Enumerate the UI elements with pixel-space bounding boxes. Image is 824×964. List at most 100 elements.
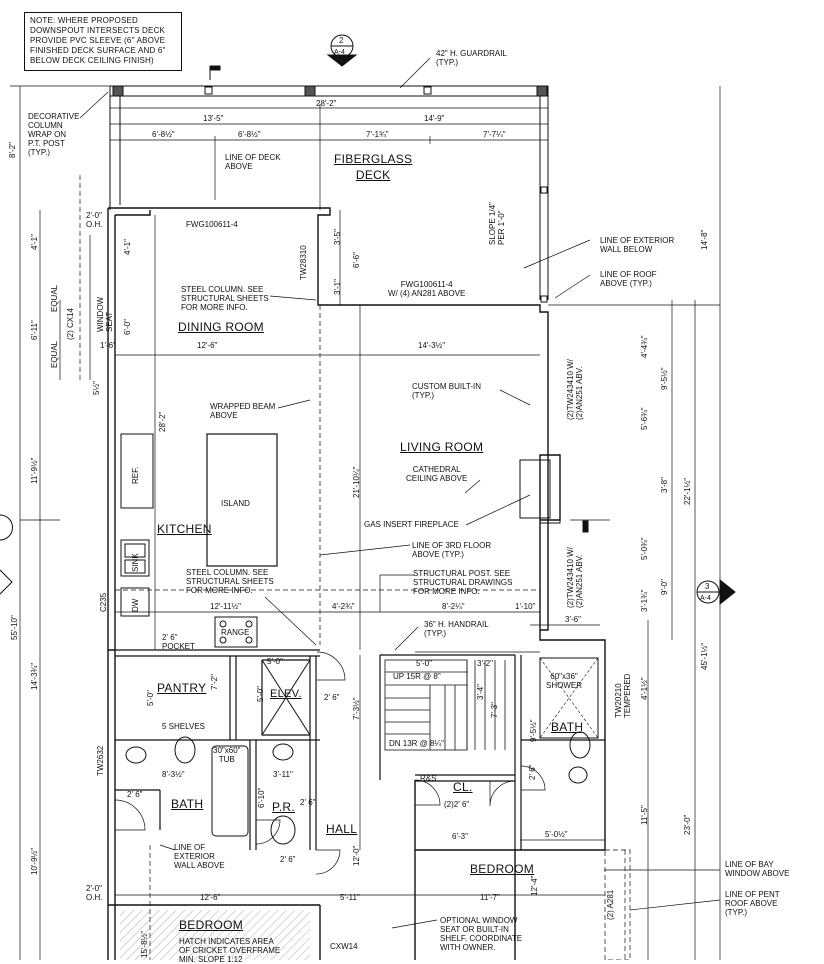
dim-14-9: 14'-9" [424,114,445,123]
dim-5-0-d: 5'-0" [256,686,265,702]
elevator-shaft [261,659,311,736]
label-stair-down: DN 13R @ 8¼" [389,739,444,748]
label-range: RANGE [221,628,250,637]
label-pocket: 2' 6" POCKET [162,633,195,651]
sink-right-bath [568,766,588,784]
dim-9-5-b: 9'-5½" [529,719,538,742]
general-note: NOTE: WHERE PROPOSED DOWNSPOUT INTERSECT… [24,12,182,71]
dim-5-0-f: 5'-0½" [545,830,568,839]
dim-7-3-b: 7'-3½" [352,697,361,720]
sink-left-bath [125,746,147,764]
toilet-left [174,736,196,764]
note-steel-column-1: STEEL COLUMN. SEE STRUCTURAL SHEETS FOR … [181,285,269,312]
dim-21-10: 21'-10¼" [352,466,361,499]
dim-28-2-v: 28'-2" [158,411,167,432]
dim-22-1: 22'-1½" [683,477,692,505]
dim-7-1: 7'-1¾" [366,130,389,139]
toilet-powder [270,815,296,845]
label-fwg-top: FWG100611-4 [186,220,238,229]
dim-7-3: 7'-3" [490,702,499,718]
dim-3-8: 3'-8" [660,477,669,493]
note-steel-column-2: STEEL COLUMN. SEE STRUCTURAL SHEETS FOR … [186,568,274,595]
dim-3-5: 3'-5" [333,229,342,245]
label-shower: 60"x36" SHOWER [546,672,582,690]
dim-23-0: 23'-0" [683,814,692,835]
dim-3-11: 3'-11" [273,770,293,779]
dim-3-6: 3'-6" [565,615,581,624]
dim-5-0-e: 5'-0" [416,659,432,668]
dimension-lines-interior [59,210,605,896]
dim-28-2-top: 28'-2" [316,99,337,108]
label-tw243410-2: (2)TW243410 W/ (2)AN251 ABV. [566,547,584,608]
label-a281: (2) A281 [606,889,615,920]
dim-6-0: 6'-0" [123,319,132,335]
dim-11-5: 11'-5" [640,805,649,825]
room-fiberglass-deck: FIBERGLASS DECK [334,152,413,182]
dim-12-11: 12'-11½" [210,602,241,611]
dim-8-2-h: 8'-2¼" [442,602,465,611]
cricket-hatch-area [120,910,310,960]
dim-2-6-e: 2' 6" [300,798,316,807]
dim-12-4: 12'-4" [530,875,539,896]
note-wrapped-beam: WRAPPED BEAM ABOVE [210,402,276,420]
leader-lines [20,57,721,929]
dishwasher [120,587,150,617]
dim-5-0-b: 5'-0" [267,657,283,666]
dim-4-2: 4'-2¾" [332,602,355,611]
stairs [384,659,506,751]
label-tub: 30"x60" TUB [213,746,241,764]
room-hall: HALL [326,822,358,836]
toilet-right [569,731,591,759]
section-tag-left-1 [0,514,13,541]
door-swings [114,649,546,875]
dim-4-4: 4'-4¾" [640,335,649,358]
label-stair-up: UP 15R @ 8" [393,672,441,681]
kitchen-sink [120,539,150,577]
dim-11-9: 11'-9½" [30,457,39,484]
dim-8-3: 8'-3½" [162,770,185,779]
dim-2-6-a: 2' 6" [127,790,143,799]
label-rs: R&S [420,774,437,783]
label-overhang-2: 2'-0" O.H. [86,884,103,902]
label-tw2632: TW2632 [96,745,105,776]
note-custom-builtin: CUSTOM BUILT-IN (TYP.) [412,382,482,400]
label-cx14: (2) CX14 [66,307,75,340]
dim-6-6: 6'-6" [352,252,361,268]
label-island: ISLAND [221,499,250,508]
note-optional-window: OPTIONAL WINDOW SEAT OR BUILT-IN SHELF. … [440,916,523,952]
label-ref: REF. [131,466,140,484]
dim-8-2: 8'-2" [8,142,17,158]
note-ext-wall-above: LINE OF EXTERIOR WALL ABOVE [174,843,225,870]
dim-5-0-a: 5'-0¾" [640,537,649,560]
label-fwg-deck: FWG100611-4 W/ (4) AN281 ABOVE [388,280,466,298]
section-tag-top-sheet: A-4 [334,49,345,56]
kitchen-island [206,433,278,567]
dim-14-8: 14'-8" [700,229,709,250]
note-roof-above: LINE OF ROOF ABOVE (TYP.) [600,270,657,288]
dim-6-8-b: 6'-8½" [238,130,261,139]
dim-15-8: 15'-8½" [140,930,149,958]
dim-45-1: 45'-1½" [700,642,709,670]
dim-3-4: 3'-4" [476,684,485,700]
dim-4-1-c: 4'-1½" [640,677,649,700]
note-deck-above: LINE OF DECK ABOVE [225,153,281,171]
sink-powder [272,743,294,761]
bathtub [211,745,249,837]
note-pent-roof: LINE OF PENT ROOF ABOVE (TYP.) [725,890,780,917]
section-tag-right-sheet: A-4 [700,595,711,602]
dim-13-5: 13'-5" [203,114,224,123]
note-column-wrap: DECORATIVE COLUMN WRAP ON P.T. POST (TYP… [28,112,80,157]
section-tag-top [326,34,358,67]
room-bath-right: BATH [551,720,584,734]
dim-11-7: 11'-7" [480,893,500,902]
dim-6-8-a: 6'-8½" [152,130,175,139]
exterior-walls [107,207,720,960]
dim-7-7: 7'-7¼" [483,130,506,139]
dim-12-0: 12'-0" [352,845,361,866]
dim-2-6-b: 2' 6" [280,855,296,864]
section-tag-top-number: 2 [339,36,344,45]
bay-window-outline [604,849,631,960]
note-ext-wall-below: LINE OF EXTERIOR WALL BELOW [600,236,675,254]
section-tag-right-number: 3 [705,582,710,591]
